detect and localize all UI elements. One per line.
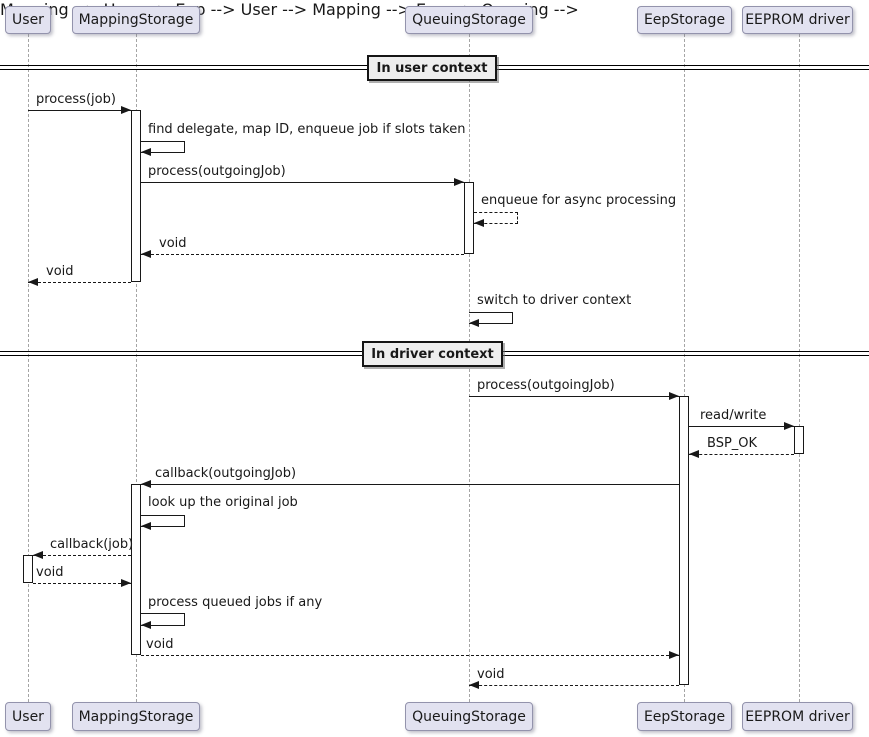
divider-label: In user context bbox=[376, 60, 488, 76]
activation-mappingstorage-2 bbox=[131, 484, 141, 655]
arrowhead-icon bbox=[669, 651, 679, 659]
message-label: process(job) bbox=[36, 92, 116, 107]
message-arrow bbox=[689, 426, 794, 427]
arrowhead-icon bbox=[121, 106, 131, 114]
arrowhead-icon bbox=[689, 450, 699, 458]
activation-mappingstorage-1 bbox=[131, 110, 141, 282]
message-label: void bbox=[146, 637, 174, 652]
message-label: process queued jobs if any bbox=[148, 595, 323, 610]
participant-label: User bbox=[12, 708, 44, 725]
self-message-loop bbox=[469, 312, 513, 324]
activation-eepstorage bbox=[679, 396, 689, 685]
arrowhead-icon bbox=[33, 551, 43, 559]
arrowhead-icon bbox=[669, 392, 679, 400]
participant-top-user: User bbox=[5, 6, 51, 34]
divider-label: In driver context bbox=[371, 346, 494, 362]
message-label: look up the original job bbox=[148, 495, 298, 510]
participant-top-mappingstorage: MappingStorage bbox=[72, 6, 200, 34]
message-label: enqueue for async processing bbox=[481, 193, 677, 208]
participant-label: QueuingStorage bbox=[412, 708, 526, 725]
message-label: callback(outgoingJob) bbox=[155, 466, 297, 481]
arrowhead-icon bbox=[469, 681, 479, 689]
activation-eeprom-driver bbox=[794, 426, 804, 454]
message-arrow bbox=[469, 396, 679, 397]
participant-label: User bbox=[12, 12, 44, 28]
arrowhead-icon bbox=[141, 621, 151, 629]
message-label: callback(job) bbox=[50, 537, 134, 552]
arrowhead-icon bbox=[469, 319, 479, 327]
message-arrow bbox=[28, 282, 131, 283]
participant-label: EEPROM driver bbox=[745, 12, 850, 28]
message-arrow bbox=[141, 484, 679, 485]
arrowhead-icon bbox=[141, 148, 151, 156]
arrowhead-icon bbox=[141, 250, 151, 258]
self-message-loop bbox=[474, 212, 518, 224]
arrowhead-icon bbox=[784, 422, 794, 430]
lifeline-eeprom-driver bbox=[799, 34, 800, 702]
participant-top-eeprom-driver: EEPROM driver bbox=[742, 6, 853, 34]
lifeline-mappingstorage bbox=[136, 34, 137, 702]
participant-top-queuingstorage: QueuingStorage bbox=[405, 6, 533, 34]
arrowhead-icon bbox=[454, 178, 464, 186]
message-label: find delegate, map ID, enqueue job if sl… bbox=[148, 122, 466, 137]
arrowhead-icon bbox=[141, 522, 151, 530]
participant-label: EepStorage bbox=[643, 708, 726, 725]
participant-label: EepStorage bbox=[643, 12, 726, 28]
message-label: process(outgoingJob) bbox=[477, 378, 615, 393]
self-message-loop bbox=[141, 613, 185, 626]
message-arrow bbox=[141, 254, 464, 255]
divider-user-context: In user context bbox=[367, 55, 497, 81]
message-arrow bbox=[689, 454, 794, 455]
participant-bottom-user: User bbox=[5, 702, 51, 731]
message-label: void bbox=[159, 236, 187, 251]
message-label: BSP_OK bbox=[707, 436, 758, 451]
message-label: void bbox=[477, 667, 505, 682]
participant-label: EEPROM driver bbox=[745, 708, 850, 725]
message-arrow bbox=[141, 182, 464, 183]
message-label: void bbox=[46, 264, 74, 279]
message-label: read/write bbox=[700, 408, 767, 423]
activation-queuingstorage bbox=[464, 182, 474, 254]
arrowhead-icon bbox=[28, 278, 38, 286]
activation-user bbox=[23, 555, 33, 583]
self-message-loop bbox=[141, 141, 185, 153]
participant-bottom-mappingstorage: MappingStorage bbox=[72, 702, 200, 731]
lifeline-eepstorage bbox=[684, 34, 685, 702]
participant-label: QueuingStorage bbox=[412, 12, 526, 28]
self-message-loop bbox=[141, 515, 185, 527]
lifeline-user bbox=[28, 34, 29, 702]
message-arrow bbox=[33, 555, 131, 556]
participant-label: MappingStorage bbox=[78, 708, 194, 725]
arrowhead-icon bbox=[121, 579, 131, 587]
message-label: void bbox=[36, 565, 64, 580]
arrowhead-icon bbox=[141, 480, 151, 488]
participant-bottom-queuingstorage: QueuingStorage bbox=[405, 702, 533, 731]
participant-bottom-eepstorage: EepStorage bbox=[637, 702, 732, 731]
participant-top-eepstorage: EepStorage bbox=[637, 6, 732, 34]
participant-bottom-eeprom-driver: EEPROM driver bbox=[742, 702, 853, 731]
message-label: process(outgoingJob) bbox=[148, 164, 286, 179]
lifeline-queuingstorage bbox=[469, 34, 470, 702]
arrowhead-icon bbox=[474, 219, 484, 227]
message-label: switch to driver context bbox=[477, 293, 632, 308]
divider-driver-context: In driver context bbox=[362, 341, 503, 367]
participant-label: MappingStorage bbox=[78, 12, 194, 28]
message-arrow bbox=[141, 655, 679, 656]
message-arrow bbox=[33, 583, 131, 584]
message-arrow bbox=[469, 685, 679, 686]
message-arrow bbox=[28, 110, 131, 111]
